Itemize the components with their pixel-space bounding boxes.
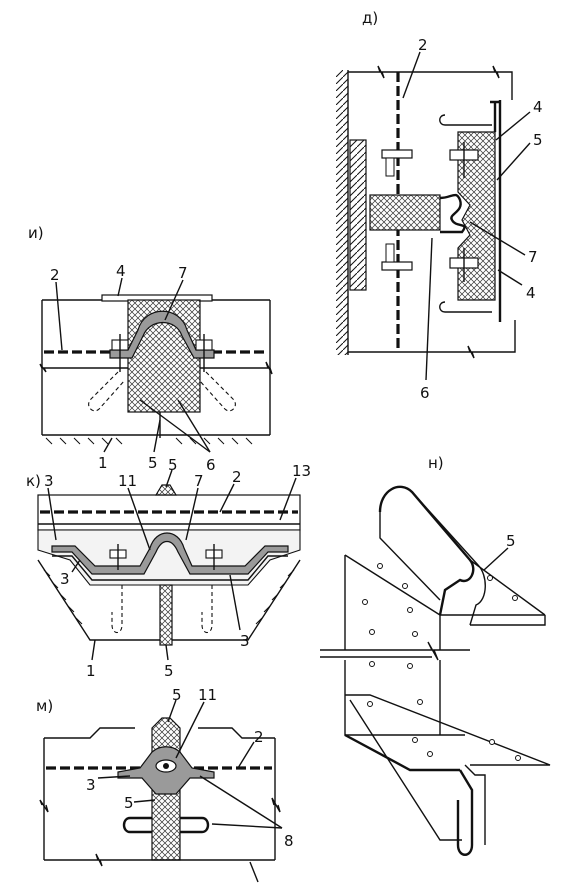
panel-n-callout-5: 5 [506, 532, 516, 550]
panel-i-callout-1: 1 [98, 454, 108, 472]
panel-d-callout-6: 6 [420, 384, 430, 402]
panel-k-callout-11: 11 [118, 472, 137, 490]
panel-k-callout-7: 7 [194, 472, 204, 490]
panel-m-callout-11: 11 [198, 686, 217, 704]
panel-m-callout-5a: 5 [172, 686, 182, 704]
panel-k-callout-3b: 3 [60, 570, 70, 588]
panel-k-callout-13: 13 [292, 462, 311, 480]
panel-k-drawing [37, 469, 301, 661]
panel-m-callout-3: 3 [86, 776, 96, 794]
panel-i-callout-7: 7 [178, 264, 188, 282]
panel-m-callout-2: 2 [254, 728, 264, 746]
panel-k-letter: к) [26, 472, 41, 490]
panel-n-letter: н) [428, 454, 444, 472]
panel-d-callout-4a: 4 [533, 98, 543, 116]
panel-m-drawing [39, 699, 283, 883]
panel-i-letter: и) [28, 224, 44, 242]
panel-m-callout-5b: 5 [124, 794, 134, 812]
panel-d-callout-2: 2 [418, 36, 428, 54]
panel-k-callout-1: 1 [86, 662, 96, 680]
panel-n-drawing [320, 485, 551, 856]
panel-k-callout-5a: 5 [168, 456, 178, 474]
panel-i-callout-4: 4 [116, 262, 126, 280]
panel-m-letter: м) [36, 697, 53, 715]
panel-d-callout-5: 5 [533, 131, 543, 149]
panel-k-callout-2: 2 [232, 468, 242, 486]
panel-m-callout-8: 8 [284, 832, 294, 850]
panel-i-callout-6: 6 [206, 456, 216, 474]
panel-d-drawing [336, 51, 531, 381]
panel-d-callout-4b: 4 [526, 284, 536, 302]
panel-k-callout-5b: 5 [164, 662, 174, 680]
panel-i-drawing [39, 277, 273, 453]
panel-i-callout-5: 5 [148, 454, 158, 472]
panel-i-callout-2: 2 [50, 266, 60, 284]
panel-d-callout-7: 7 [528, 248, 538, 266]
panel-d-letter: д) [362, 9, 378, 27]
panel-k-callout-3c: 3 [240, 632, 250, 650]
panel-k-callout-3a: 3 [44, 472, 54, 490]
